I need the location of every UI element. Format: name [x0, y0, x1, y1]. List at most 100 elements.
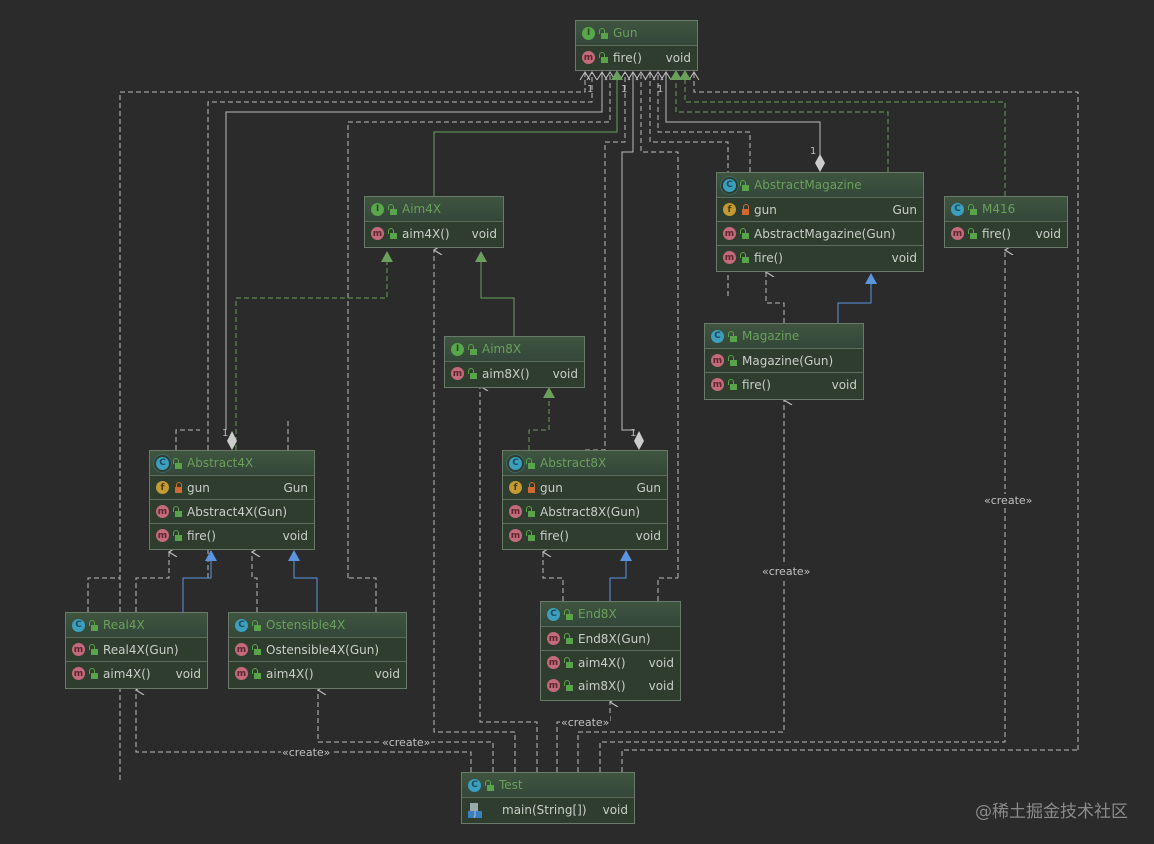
member-name: AbstractMagazine(Gun) — [754, 226, 896, 241]
multiplicity-label: 1 — [657, 84, 664, 95]
class-icon: C — [711, 329, 724, 343]
multiplicity-label: 1 — [587, 84, 594, 95]
member-name: Abstract8X(Gun) — [540, 504, 641, 519]
impl-line-abstract4x — [235, 258, 388, 450]
member-name: fire() — [187, 528, 216, 543]
field-icon: f — [723, 203, 736, 216]
public-lock-icon — [740, 179, 750, 191]
interface-icon: I — [451, 342, 464, 356]
member-type: void — [282, 528, 308, 543]
public-lock-icon — [968, 228, 978, 239]
method-icon: m — [235, 667, 248, 680]
class-name: Magazine — [742, 329, 800, 343]
watermark: @稀土掘金技术社区 — [975, 802, 1128, 822]
agg-line-abstract8x — [621, 72, 635, 431]
member-name: fire() — [754, 250, 783, 265]
gen-line-ostensible4x — [293, 560, 318, 612]
class-name: Real4X — [103, 618, 145, 632]
dep-line-abstract4x-left — [175, 429, 200, 450]
triangle-arrow-abstract4x-1 — [205, 550, 217, 561]
dep-line-7 — [657, 72, 751, 172]
class-name: AbstractMagazine — [754, 178, 862, 192]
private-lock-icon — [526, 482, 536, 493]
member-type: void — [1035, 226, 1061, 241]
member-type: void — [665, 50, 691, 65]
member-type: Gun — [892, 202, 917, 217]
class-icon: C — [235, 618, 248, 632]
method-row[interactable]: m aim4X() void — [66, 662, 207, 685]
member-type: void — [602, 802, 628, 817]
member-name: gun — [540, 480, 563, 495]
method-row[interactable]: main(String[])void — [462, 798, 634, 821]
member-name: gun — [187, 480, 210, 495]
member-type: Gun — [636, 480, 661, 495]
method-icon: m — [547, 656, 560, 669]
dep-line-real4x — [135, 552, 169, 612]
public-lock-icon — [252, 644, 262, 655]
member-type: void — [374, 666, 400, 681]
dep-line-ostensible4x — [252, 552, 257, 612]
multiplicity-label: 1 — [222, 428, 229, 439]
diamond-abstract8x — [634, 431, 644, 450]
field-row[interactable]: f gun Gun — [717, 198, 923, 221]
method-icon: m — [72, 667, 85, 680]
multiplicity-label: 1 — [810, 146, 817, 157]
dep-line-ostensible4x-2 — [348, 577, 377, 612]
public-lock-icon — [564, 680, 574, 691]
public-lock-icon — [252, 668, 262, 679]
triangle-arrow-aim8x — [543, 387, 555, 398]
field-row[interactable]: f gun Gun — [503, 476, 667, 499]
public-lock-icon — [89, 668, 99, 679]
member-name: aim4X() — [103, 666, 151, 681]
impl-line-m416 — [684, 78, 1006, 196]
member-type: void — [831, 377, 857, 392]
dep-line-test-gun — [621, 749, 1078, 772]
triangle-arrow-abstract4x-2 — [288, 550, 300, 561]
dep-line-real4x-2 — [87, 577, 120, 612]
field-icon: f — [509, 481, 522, 494]
method-icon: m — [711, 354, 724, 367]
public-lock-icon — [388, 203, 398, 215]
agg-line-abstractmagazine — [665, 72, 821, 160]
hollow-triangle-arrows-green — [381, 70, 691, 398]
public-lock-icon — [526, 506, 536, 517]
create-label-magazine: «create» — [761, 565, 812, 578]
member-name: gun — [754, 202, 777, 217]
triangle-arrow-gun-2 — [670, 70, 682, 80]
member-name: fire() — [613, 50, 642, 65]
public-lock-icon — [564, 633, 574, 644]
member-type: void — [175, 666, 201, 681]
diamond-abstract4x — [227, 431, 237, 450]
